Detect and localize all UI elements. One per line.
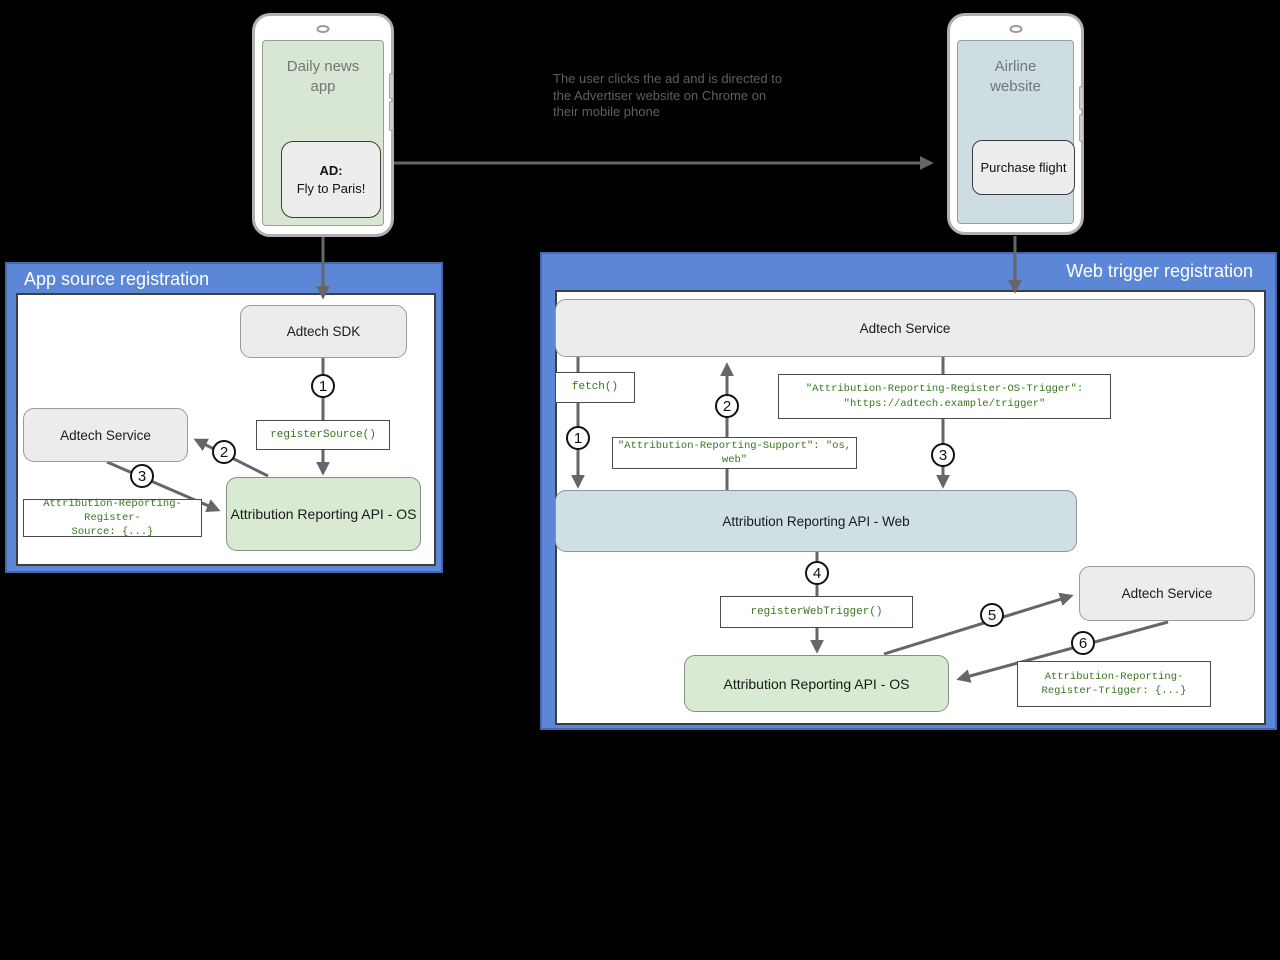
phone-screen: Daily news app AD: Fly to Paris! bbox=[262, 40, 384, 226]
attribution-api-web-node: Attribution Reporting API - Web bbox=[555, 490, 1077, 552]
step-2-badge: 2 bbox=[212, 440, 236, 464]
adtech-service-node: Adtech Service bbox=[23, 408, 188, 462]
power-button bbox=[1079, 114, 1084, 142]
airline-phone: Airline website Purchase flight bbox=[947, 13, 1084, 235]
fetch-call: fetch() bbox=[555, 372, 635, 403]
adtech-service-top-node: Adtech Service bbox=[555, 299, 1255, 357]
adtech-service-right-node: Adtech Service bbox=[1079, 566, 1255, 621]
step-5-badge: 5 bbox=[980, 603, 1004, 627]
camera-icon bbox=[316, 25, 330, 33]
panel-title: App source registration bbox=[24, 269, 210, 289]
volume-button bbox=[389, 73, 394, 99]
app-name: Daily news app bbox=[286, 58, 360, 95]
user-click-annotation: The user clicks the ad and is directed t… bbox=[553, 71, 783, 120]
step-6-badge: 6 bbox=[1071, 631, 1095, 655]
attribution-api-os-node: Attribution Reporting API - OS bbox=[684, 655, 949, 712]
ad-heading: AD: bbox=[319, 162, 343, 178]
step-4-badge: 4 bbox=[805, 561, 829, 585]
header-line: "Attribution-Reporting-Register-OS-Trigg… bbox=[805, 383, 1084, 396]
step-3-badge: 3 bbox=[130, 464, 154, 488]
ad-text: Fly to Paris! bbox=[296, 180, 366, 196]
support-header: "Attribution-Reporting-Support": "os, we… bbox=[612, 437, 857, 469]
header-line: Register-Trigger: {...} bbox=[1041, 685, 1187, 697]
ad-banner[interactable]: AD: Fly to Paris! bbox=[281, 141, 381, 218]
register-os-trigger-header: "Attribution-Reporting-Register-OS-Trigg… bbox=[778, 374, 1111, 419]
website-name: Airline website bbox=[990, 58, 1041, 95]
header-line: Attribution-Reporting- bbox=[1044, 670, 1184, 683]
header-line: "https://adtech.example/trigger" bbox=[843, 397, 1046, 410]
step-3-badge: 3 bbox=[931, 443, 955, 467]
adtech-sdk-node: Adtech SDK bbox=[240, 305, 407, 358]
header-line: Source: {...} bbox=[71, 526, 154, 539]
purchase-flight-label: Purchase flight bbox=[980, 159, 1067, 175]
daily-news-phone: Daily news app AD: Fly to Paris! bbox=[252, 13, 394, 237]
camera-icon bbox=[1009, 25, 1022, 33]
phone-screen: Airline website Purchase flight bbox=[957, 40, 1075, 224]
attribution-api-os-node: Attribution Reporting API - OS bbox=[226, 477, 421, 551]
step-1-badge: 1 bbox=[311, 374, 335, 398]
panel-title: Web trigger registration bbox=[1066, 261, 1253, 281]
purchase-flight-button[interactable]: Purchase flight bbox=[972, 140, 1075, 195]
step-1-badge: 1 bbox=[566, 426, 590, 450]
arrow-service-right-to-os-api bbox=[956, 620, 1169, 683]
register-source-header: Attribution-Reporting-Register- Source: … bbox=[23, 497, 202, 539]
step-2-badge: 2 bbox=[715, 394, 739, 418]
register-web-trigger-call: registerWebTrigger() bbox=[720, 596, 913, 628]
register-trigger-header: Attribution-Reporting- Register-Trigger:… bbox=[1017, 661, 1211, 707]
volume-button bbox=[1079, 86, 1084, 110]
power-button bbox=[389, 101, 394, 131]
header-line: Attribution-Reporting-Register- bbox=[43, 497, 182, 524]
register-source-call: registerSource() bbox=[256, 420, 390, 450]
arrow-os-api-to-service-right bbox=[883, 592, 1074, 656]
